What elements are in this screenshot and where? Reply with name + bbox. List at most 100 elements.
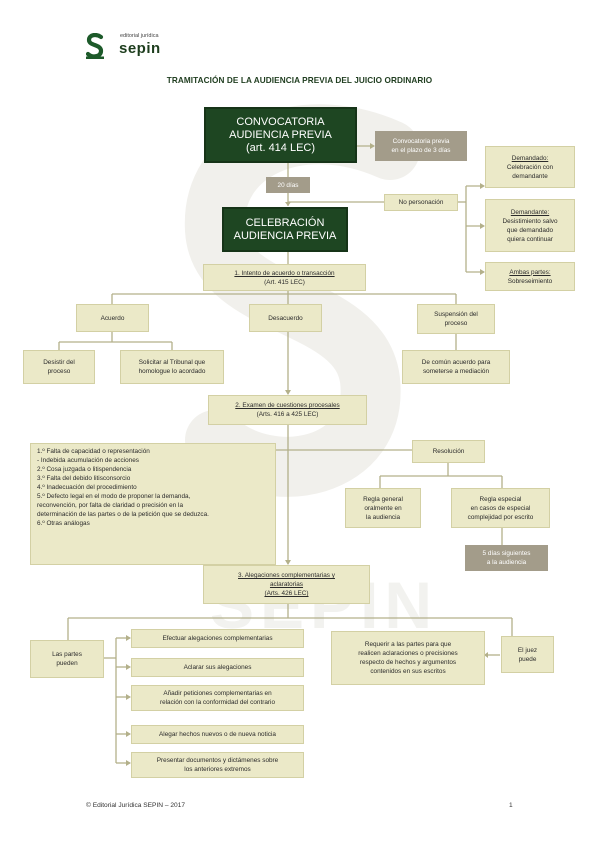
anadir-peticiones-box: Añadir peticiones complementarias en rel…	[131, 685, 304, 711]
ambas-partes-title: Ambas partes:	[509, 268, 551, 276]
demandado-box: Demandado: Celebración con demandante	[485, 146, 575, 188]
demandante-line-2: que demandado	[506, 226, 554, 234]
demandado-title: Demandado:	[511, 154, 549, 162]
sepin-logo-icon	[86, 33, 104, 59]
intento-acuerdo-title: 1. Intento de acuerdo o transacción	[234, 269, 335, 277]
presentar-documentos-box: Presentar documentos y dictámenes sobre …	[131, 752, 304, 778]
anadir-peticiones-line-2: relación con la conformidad del contrari…	[159, 699, 276, 706]
regla-general-line-3: la audiencia	[365, 513, 401, 521]
convocatoria-line-3: (art. 414 LEC)	[245, 141, 316, 154]
desacuerdo-box: Desacuerdo	[249, 304, 322, 332]
no-personacion-label: No personación	[398, 199, 444, 206]
regla-general-line-1: Regla general	[363, 495, 403, 503]
alegar-hechos-label: Alegar hechos nuevos o de nueva noticia	[159, 731, 276, 738]
comun-acuerdo-line-2: someterse a mediación	[422, 368, 490, 375]
convocatoria-plazo-box: Convocatoria previa en el plazo de 3 día…	[375, 131, 467, 161]
desistir-line-2: proceso	[47, 368, 71, 375]
solicitar-box: Solicitar al Tribunal que homologue lo a…	[120, 350, 224, 384]
logo-small-text: editorial jurídica	[120, 33, 159, 39]
aclarar-alegaciones-box: Aclarar sus alegaciones	[131, 658, 304, 677]
presentar-documentos-line-1: Presentar documentos y dictámenes sobre	[156, 757, 279, 764]
convocatoria-box: CONVOCATORIA AUDIENCIA PREVIA (art. 414 …	[204, 107, 357, 163]
cinco-dias-line-2: a la audiencia	[486, 559, 527, 566]
juez-puede-line-2: puede	[518, 655, 537, 663]
intento-acuerdo-ref: (Art. 415 LEC)	[264, 278, 305, 286]
suspension-line-1: Suspensión del	[434, 311, 478, 318]
examen-cuestiones-ref: (Arts. 416 a 425 LEC)	[256, 411, 319, 418]
demandado-line-1: Celebración con	[506, 163, 554, 171]
partes-pueden-line-1: Las partes	[52, 651, 82, 658]
ambas-partes-line-1: Sobreseimiento	[507, 277, 553, 285]
demandante-title: Demandante:	[510, 208, 550, 216]
cuestion-item-1: 1.º Falta de capacidad o representación	[37, 448, 150, 455]
cuestion-item-9: 6.º Otras análogas	[37, 520, 90, 527]
presentar-documentos-line-2: los anteriores extremos	[184, 766, 251, 773]
solicitar-line-1: Solicitar al Tribunal que	[138, 359, 206, 366]
comun-acuerdo-line-1: De común acuerdo para	[421, 359, 491, 366]
demandado-line-2: demandante	[512, 172, 548, 180]
cuestion-item-6: 5.º Defecto legal en el modo de proponer…	[37, 493, 191, 500]
examen-cuestiones-title: 2. Examen de cuestiones procesales	[235, 402, 340, 409]
desistir-box: Desistir del proceso	[23, 350, 95, 384]
cuestion-item-7: reconvención, por falta de claridad o pr…	[37, 502, 184, 509]
regla-especial-box: Regla especial en casos de especial comp…	[451, 488, 550, 528]
alegar-hechos-box: Alegar hechos nuevos o de nueva noticia	[131, 725, 304, 744]
footer-copyright: © Editorial Jurídica SEPIN – 2017	[86, 802, 186, 809]
requerir-partes-line-1: Requerir a las partes para que	[364, 641, 452, 648]
requerir-partes-line-4: contenidos en sus escritos	[370, 668, 446, 675]
logo-big-text: sepin	[119, 40, 161, 57]
cuestion-item-5: 4.º Inadecuación del procedimiento	[37, 484, 137, 491]
partes-pueden-box: Las partes pueden	[30, 640, 104, 678]
juez-puede-line-1: El juez	[517, 646, 538, 654]
efectuar-alegaciones-label: Efectuar alegaciones complementarias	[162, 635, 273, 642]
anadir-peticiones-line-1: Añadir peticiones complementarias en	[163, 690, 272, 697]
convocatoria-line-2: AUDIENCIA PREVIA	[229, 128, 332, 141]
efectuar-alegaciones-box: Efectuar alegaciones complementarias	[131, 629, 304, 648]
desacuerdo-label: Desacuerdo	[268, 314, 303, 322]
cuestiones-list-box: 1.º Falta de capacidad o representación …	[30, 443, 276, 565]
convocatoria-plazo-line-2: en el plazo de 3 días	[391, 147, 451, 154]
intento-acuerdo-box: 1. Intento de acuerdo o transacción (Art…	[203, 264, 366, 291]
demandante-line-1: Desistimiento salvo	[502, 217, 558, 225]
ambas-partes-box: Ambas partes: Sobreseimiento	[485, 262, 575, 291]
requerir-partes-line-2: realicen aclaraciones o precisiones	[358, 650, 458, 657]
acuerdo-box: Acuerdo	[76, 304, 149, 332]
juez-puede-box: El juez puede	[501, 636, 554, 673]
alegaciones-box: 3. Alegaciones complementarias y aclarat…	[203, 565, 370, 604]
examen-cuestiones-box: 2. Examen de cuestiones procesales (Arts…	[208, 395, 367, 425]
suspension-line-2: proceso	[444, 320, 468, 327]
convocatoria-plazo-line-1: Convocatoria previa	[392, 138, 450, 145]
cuestion-item-4: 3.º Falta del debido litisconsorcio	[37, 475, 131, 482]
cuestion-item-3: 2.º Cosa juzgada o litispendencia	[37, 466, 132, 473]
resolucion-box: Resolución	[412, 440, 485, 463]
demandante-line-3: quiera continuar	[507, 235, 553, 243]
resolucion-label: Resolución	[432, 448, 465, 455]
cinco-dias-box: 5 días siguientes a la audiencia	[465, 545, 548, 571]
regla-general-line-2: oralmente en	[364, 504, 402, 512]
cinco-dias-line-1: 5 días siguientes	[482, 550, 531, 557]
requerir-partes-line-3: respecto de hechos y argumentos	[359, 659, 457, 666]
acuerdo-label: Acuerdo	[100, 314, 125, 322]
regla-especial-line-2: en casos de especial	[470, 504, 531, 512]
alegaciones-title-1: 3. Alegaciones complementarias y	[238, 572, 335, 579]
regla-especial-line-1: Regla especial	[479, 495, 522, 503]
alegaciones-ref: (Arts. 426 LEC)	[264, 590, 309, 597]
solicitar-line-2: homologue lo acordado	[138, 368, 206, 375]
aclarar-alegaciones-label: Aclarar sus alegaciones	[183, 664, 252, 671]
partes-pueden-line-2: pueden	[56, 660, 78, 667]
demandante-box: Demandante: Desistimiento salvo que dema…	[485, 199, 575, 252]
veinte-dias-label: 20 días	[277, 181, 299, 189]
no-personacion-box: No personación	[384, 194, 458, 211]
requerir-partes-box: Requerir a las partes para que realicen …	[331, 631, 485, 685]
page-title: TRAMITACIÓN DE LA AUDIENCIA PREVIA DEL J…	[166, 76, 433, 85]
regla-especial-line-3: complejidad por escrito	[467, 513, 534, 521]
desistir-line-1: Desistir del	[43, 359, 75, 366]
page-number: 1	[509, 802, 513, 809]
cuestion-item-8: determinación de las partes o de la peti…	[37, 511, 209, 518]
cuestion-item-2: - Indebida acumulación de acciones	[37, 457, 139, 464]
celebracion-line-2: AUDIENCIA PREVIA	[233, 229, 337, 242]
suspension-box: Suspensión del proceso	[417, 304, 495, 334]
regla-general-box: Regla general oralmente en la audiencia	[345, 488, 421, 528]
alegaciones-title-2: aclaratorias	[269, 581, 304, 588]
